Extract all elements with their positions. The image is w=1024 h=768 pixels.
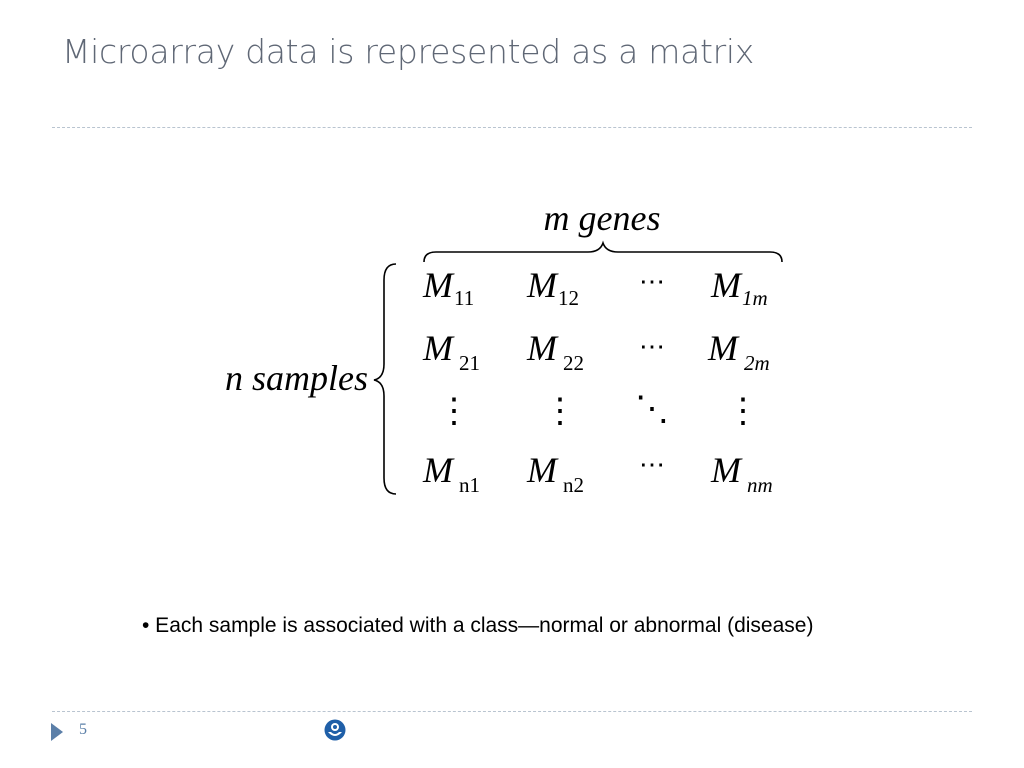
matrix-cell: ⋯ [639, 332, 665, 361]
matrix-cell: ⋮ [726, 393, 760, 430]
bullet-text: • Each sample is associated with a class… [142, 614, 814, 637]
matrix-row: M11 M12 ⋯ M1m [422, 265, 768, 310]
matrix-cell: ⋮ [437, 393, 471, 430]
institution-logo-icon [324, 719, 346, 741]
matrix-cell: M12 [526, 265, 579, 310]
matrix-cell: ⋯ [639, 450, 665, 479]
matrix-cell: ⋯ [639, 267, 665, 296]
overbrace [423, 240, 783, 263]
column-label: m genes [544, 198, 661, 238]
title-divider [52, 127, 972, 128]
triangle-right-icon [51, 723, 63, 741]
left-brace [373, 263, 397, 495]
footer-divider [52, 711, 972, 712]
row-label: n samples [225, 358, 368, 398]
matrix-cell: ⋱ [635, 391, 669, 428]
matrix-row: ⋮ ⋮ ⋱ ⋮ [437, 391, 760, 430]
slide-title: Microarray data is represented as a matr… [62, 32, 755, 71]
matrix-cell: M1m [710, 265, 768, 310]
matrix-cell: M11 [422, 265, 474, 310]
matrix-cell: ⋮ [543, 393, 577, 430]
page-number: 5 [79, 721, 87, 738]
